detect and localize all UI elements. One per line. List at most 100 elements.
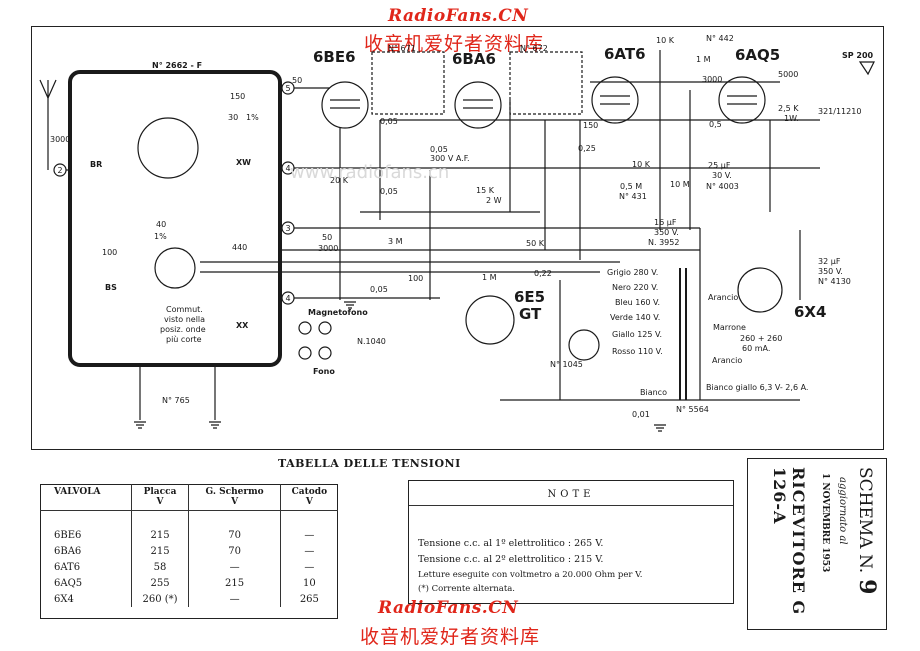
label-bianco: Bianco bbox=[640, 388, 667, 397]
watermark-top-cn: 收音机爱好者资料库 bbox=[364, 33, 545, 55]
label-c50b: 50 bbox=[322, 233, 333, 242]
label-c16: 16 μF bbox=[654, 218, 677, 227]
svg-text:4: 4 bbox=[285, 164, 290, 173]
label-n765: N° 765 bbox=[162, 396, 190, 405]
schema-rotated: SCHEMA N.9 aggiornato al 1 NOVEMBRE 1953… bbox=[748, 459, 888, 631]
label-coil2: N° 672 bbox=[520, 44, 548, 53]
label-r3m: 3 M bbox=[388, 237, 403, 246]
label-c3000b: 3000 bbox=[318, 244, 339, 253]
label-r10k-b: 10 K bbox=[632, 160, 650, 169]
label-n1040: N.1040 bbox=[357, 337, 386, 346]
label-fono: Fono bbox=[313, 367, 335, 376]
label-pct2: 1% bbox=[154, 232, 167, 241]
label-r50k: 50 K bbox=[526, 239, 544, 248]
label-arancio-2: Arancio bbox=[712, 356, 743, 365]
table-row: 6AT6 58 — — bbox=[40, 559, 338, 575]
svg-text:2: 2 bbox=[57, 166, 62, 175]
table-row: 6BE6 215 70 — bbox=[40, 527, 338, 543]
label-ma1: 260 + 260 bbox=[740, 334, 783, 343]
label-c022: 0,22 bbox=[534, 269, 552, 278]
notes-line-1: Tensione c.c. al 1º elettrolitico : 265 … bbox=[418, 538, 604, 549]
tube-6x4: 6X4 bbox=[794, 303, 827, 321]
label-c100b: 100 bbox=[408, 274, 424, 283]
label-marrone: Marrone bbox=[713, 323, 746, 332]
label-n5564: N° 5564 bbox=[676, 405, 709, 414]
label-br: BR bbox=[90, 160, 103, 169]
label-rosso: Rosso 110 V. bbox=[612, 347, 663, 356]
label-c440: 440 bbox=[232, 243, 248, 252]
label-xx: XX bbox=[236, 321, 249, 330]
schema-box: SCHEMA N.9 aggiornato al 1 NOVEMBRE 1953… bbox=[747, 458, 887, 630]
label-n4003: N° 4003 bbox=[706, 182, 739, 191]
tube-6e5: 6E5 bbox=[514, 288, 546, 306]
notes-line-2: Tensione c.c. al 2º elettrolitico : 215 … bbox=[418, 554, 604, 565]
col-valvola: VALVOLA bbox=[40, 484, 132, 511]
label-r15k: 15 K bbox=[476, 186, 494, 195]
label-c100a: 100 bbox=[102, 248, 118, 257]
schema-number: 9 bbox=[854, 579, 880, 595]
faint-watermark: www.radiofans.cn bbox=[290, 162, 449, 183]
schema-title: SCHEMA N.9 bbox=[854, 467, 880, 595]
svg-text:5: 5 bbox=[285, 84, 290, 93]
svg-text:3: 3 bbox=[285, 224, 290, 233]
label-pct1: 1% bbox=[246, 113, 259, 122]
label-commut-3: posiz. onde bbox=[160, 325, 206, 334]
voltage-table-title: TABELLA DELLE TENSIONI bbox=[278, 457, 461, 470]
label-n1045: N° 1045 bbox=[550, 360, 583, 369]
notes-box: NOTE Tensione c.c. al 1º elettrolitico :… bbox=[408, 480, 734, 604]
label-n4130: N° 4130 bbox=[818, 277, 851, 286]
label-commut-2: visto nella bbox=[164, 315, 206, 324]
label-c05: 0,5 bbox=[709, 120, 722, 129]
label-c001: 0,01 bbox=[632, 410, 650, 419]
label-v350b: 350 V. bbox=[818, 267, 843, 276]
label-r1m-a: 1 M bbox=[696, 55, 711, 64]
label-c150: 150 bbox=[230, 92, 246, 101]
label-r10k-a: 10 K bbox=[656, 36, 674, 45]
label-magnetofono: Magnetofono bbox=[308, 308, 368, 317]
label-v30: 30 V. bbox=[712, 171, 732, 180]
label-r20k: 20 K bbox=[330, 176, 348, 185]
label-c005c: 0,05 bbox=[380, 187, 398, 196]
label-commut-4: più corte bbox=[166, 335, 202, 344]
label-xw: XW bbox=[236, 158, 251, 167]
label-bleu: Bleu 160 V. bbox=[615, 298, 661, 307]
label-biancogiallo: Bianco giallo 6,3 V- 2,6 A. bbox=[706, 383, 809, 392]
svg-text:4: 4 bbox=[285, 294, 290, 303]
label-c32: 32 μF bbox=[818, 257, 841, 266]
label-sp: SP 200 bbox=[842, 51, 874, 60]
tube-gt: GT bbox=[519, 305, 542, 323]
watermark-top: RadioFans.CN bbox=[388, 6, 529, 26]
label-bs: BS bbox=[105, 283, 117, 292]
label-n442: N° 442 bbox=[706, 34, 734, 43]
label-arancio-1: Arancio bbox=[708, 293, 739, 302]
watermark-bottom-cn: 收音机爱好者资料库 bbox=[360, 626, 541, 648]
table-row: 6AQ5 255 215 10 bbox=[40, 575, 338, 591]
label-giallo: Giallo 125 V. bbox=[612, 330, 663, 339]
tube-6be6: 6BE6 bbox=[313, 48, 356, 66]
table-row: 6X4 260 (*) — 265 bbox=[40, 591, 338, 607]
notes-title: NOTE bbox=[547, 489, 595, 500]
notes-line-4: (*) Corrente alternata. bbox=[418, 584, 516, 594]
label-r25k: 2,5 K bbox=[778, 104, 799, 113]
label-n3952: N. 3952 bbox=[648, 238, 680, 247]
tube-6at6: 6AT6 bbox=[604, 45, 646, 63]
label-coil1: N° 671 bbox=[388, 44, 416, 53]
watermark-bottom: RadioFans.CN bbox=[378, 598, 519, 618]
label-commut-1: Commut. bbox=[166, 305, 203, 314]
label-r1w: 1W. bbox=[784, 114, 799, 123]
label-c150b: 150 bbox=[583, 121, 599, 130]
label-c5000: 5000 bbox=[778, 70, 799, 79]
notes-line-3: Letture eseguite con voltmetro a 20.000 … bbox=[418, 570, 643, 580]
label-r1m-b: 1 M bbox=[482, 273, 497, 282]
schema-model: RICEVITORE G 126-A bbox=[770, 467, 808, 616]
label-nero: Nero 220 V. bbox=[612, 283, 659, 292]
label-300vaf: 300 V A.F. bbox=[430, 154, 470, 163]
tube-6ba6: 6BA6 bbox=[452, 50, 496, 68]
schema-updated: aggiornato al bbox=[837, 477, 848, 545]
label-r2w: 2 W bbox=[486, 196, 502, 205]
tube-6aq5: 6AQ5 bbox=[735, 46, 781, 64]
label-c3000: 3000 bbox=[50, 135, 71, 144]
label-r10m: 10 M bbox=[670, 180, 690, 189]
